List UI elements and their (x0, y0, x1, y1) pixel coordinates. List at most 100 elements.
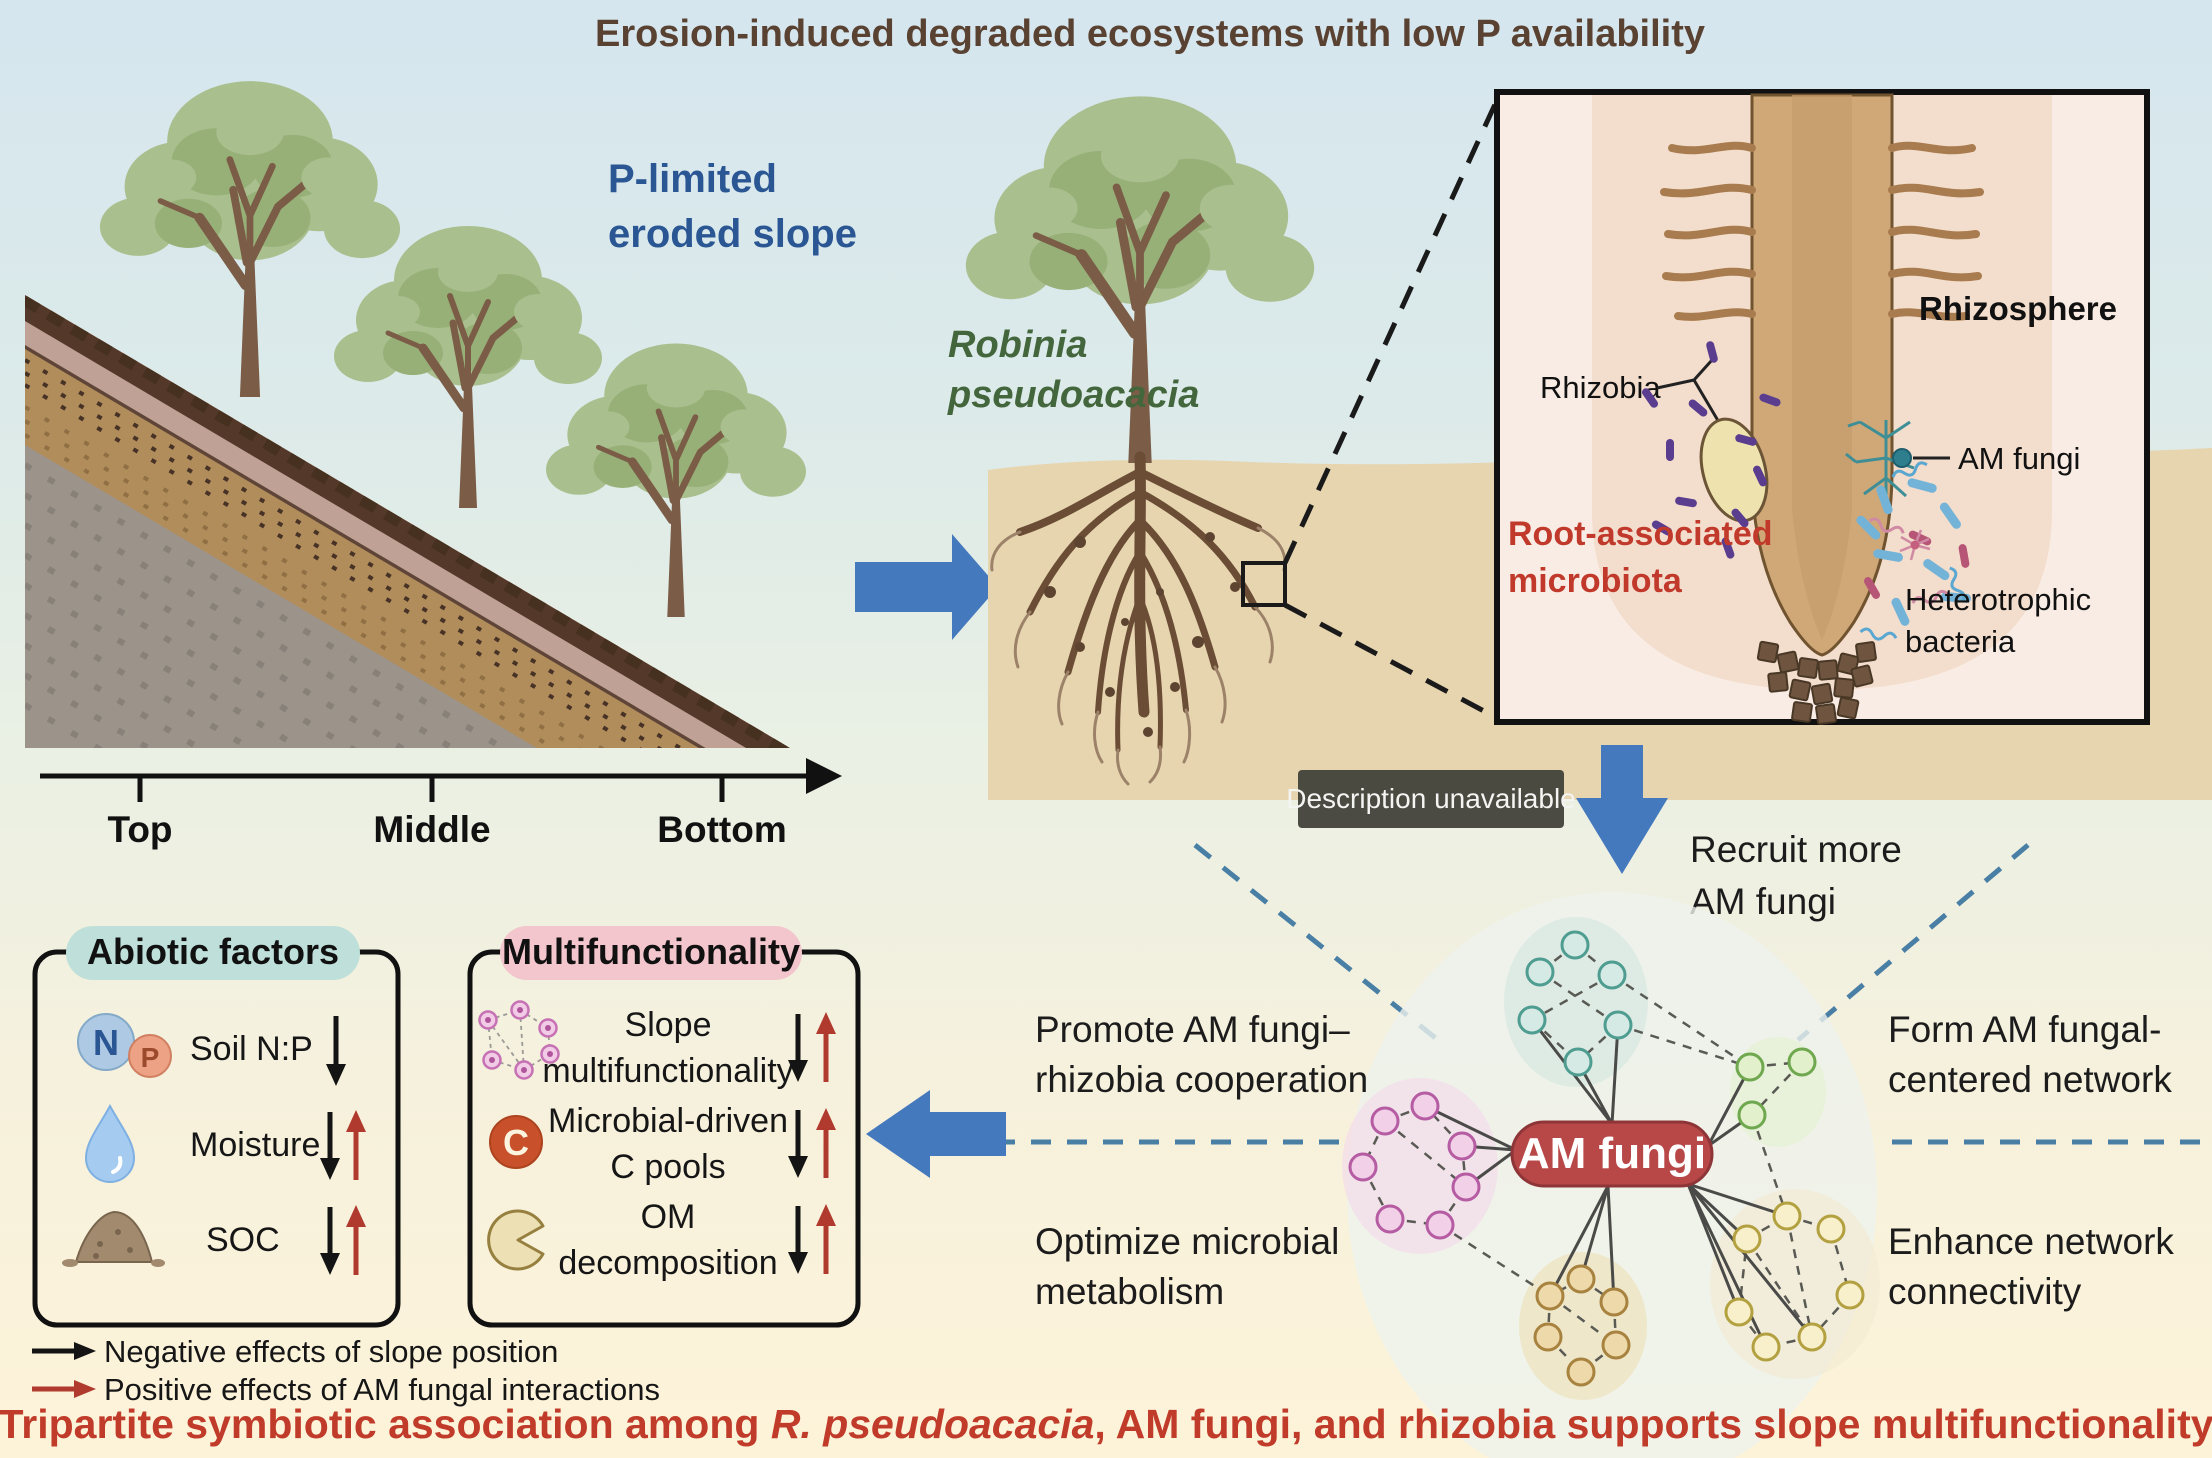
legend: Negative effects of slope position Posit… (32, 1334, 660, 1407)
root-associated-label: Root-associated microbiota (1508, 515, 1773, 600)
down-arrow-icon (1576, 745, 1668, 874)
heterotrophic-bacteria-group: Heterotrophic bacteria (1856, 461, 2091, 659)
form-network-label: Form AM fungal- (1888, 1009, 2161, 1050)
om-decomposition-icon (487, 1209, 545, 1271)
rhizobia-label: Rhizobia (1540, 370, 1661, 405)
multifunctionality-header: Multifunctionality (502, 931, 800, 972)
abiotic-row-moisture: Moisture (84, 1103, 366, 1183)
legend-negative: Negative effects of slope position (104, 1334, 558, 1369)
flow-labels: Promote AM fungi– rhizobia cooperation F… (1035, 1009, 2174, 1312)
network-icon (478, 1000, 560, 1080)
robinia-tree: Robinia pseudoacacia (947, 96, 1314, 786)
positive-arrow-icon (32, 1380, 96, 1398)
multi-row-om: OM decomposition (487, 1198, 836, 1282)
tree-icon (546, 343, 806, 617)
tooltip: Description unavailable (1286, 770, 1576, 828)
svg-text:P: P (141, 1042, 160, 1073)
am-fungi-spore-icon (1892, 448, 1912, 468)
network-dashed-edges (1361, 944, 1852, 1373)
rhizosphere-label: Rhizosphere (1919, 290, 2117, 327)
bacteria-spiral-icons (1868, 517, 1949, 605)
positive-arrow-icon (346, 1110, 366, 1180)
axis-arrowhead-icon (806, 758, 842, 794)
zoom-region-indicator (1241, 98, 1500, 721)
positive-arrow-icon (816, 1204, 836, 1274)
bacteria-rod-icons (1856, 478, 1972, 626)
phosphorus-icon (128, 1034, 172, 1078)
rhizosphere-inset-panel: Rhizosphere Rhizobia (1494, 89, 2150, 725)
multi-row-slope: Slope multifunctionality (478, 1000, 836, 1090)
optimize-label: metabolism (1035, 1271, 1224, 1312)
positive-arrow-icon (816, 1012, 836, 1082)
tan-cluster-nodes (1533, 1264, 1631, 1387)
hub-label: AM fungi (1518, 1129, 1706, 1178)
yellow-cluster-nodes (1724, 1201, 1865, 1362)
svg-text:eroded slope: eroded slope (608, 212, 857, 256)
carbon-icon (489, 1115, 543, 1169)
negative-arrow-icon (788, 1014, 808, 1082)
tooltip-text: Description unavailable (1286, 783, 1576, 814)
optimize-label: Optimize microbial (1035, 1221, 1339, 1262)
green-cluster-nodes (1735, 1047, 1817, 1130)
row-label: decomposition (558, 1244, 777, 1282)
teal-cluster-nodes (1517, 930, 1633, 1077)
abiotic-header: Abiotic factors (87, 931, 339, 972)
footer-headline: Tripartite symbiotic association among R… (0, 1401, 2212, 1447)
positive-arrow-icon (346, 1205, 366, 1275)
row-label: SOC (206, 1221, 280, 1259)
abiotic-row-soil-np: N P Soil N:P (77, 1013, 346, 1086)
form-network-label: centered network (1888, 1059, 2172, 1100)
slope-position-axis: Top Middle Bottom (40, 758, 842, 850)
svg-text:microbiota: microbiota (1508, 562, 1683, 600)
enhance-label: connectivity (1888, 1271, 2082, 1312)
axis-tick-middle: Middle (373, 809, 490, 850)
multi-row-c-pools: C Microbial-driven C pools (489, 1102, 836, 1186)
negative-arrow-icon (326, 1016, 346, 1086)
am-fungi-label: AM fungi (1958, 441, 2080, 476)
svg-text:N: N (93, 1022, 119, 1063)
heterotrophic-label: bacteria (1905, 624, 2016, 659)
negative-arrow-icon (788, 1206, 808, 1274)
row-label: OM (641, 1198, 696, 1236)
axis-tick-top: Top (107, 809, 172, 850)
axis-tick-bottom: Bottom (657, 809, 786, 850)
enhance-label: Enhance network (1888, 1221, 2174, 1262)
page-title: Erosion-induced degraded ecosystems with… (595, 13, 1705, 55)
svg-text:Robinia: Robinia (948, 324, 1087, 366)
am-fungi-network: AM fungi (1342, 892, 1880, 1458)
root-hairs (1660, 141, 1984, 321)
positive-arrow-icon (816, 1108, 836, 1178)
dashed-guides (995, 843, 2206, 1145)
abiotic-factors-box: Abiotic factors N P Soil N:P Moisture (32, 926, 401, 1328)
am-fungi-hub: AM fungi (1510, 1120, 1714, 1188)
left-arrow-icon (866, 1090, 1006, 1178)
svg-text:C: C (503, 1122, 529, 1163)
svg-text:P-limited: P-limited (608, 157, 777, 201)
negative-arrow-icon (320, 1207, 340, 1275)
svg-text:AM fungi: AM fungi (1690, 881, 1836, 922)
multifunctionality-box: Multifunctionality Slope multifunctional… (467, 926, 861, 1328)
am-fungi-hyphae-group: AM fungi (1845, 420, 2080, 498)
svg-text:Root-associated: Root-associated (1508, 515, 1773, 553)
promote-label: Promote AM fungi– (1035, 1009, 1350, 1050)
network-solid-edges (1424, 1019, 1814, 1348)
row-label: Microbial-driven (548, 1102, 788, 1140)
rhizobia-group: Rhizobia (1540, 341, 1781, 559)
heterotrophic-label: Heterotrophic (1905, 582, 2091, 617)
row-label: Slope (625, 1006, 712, 1044)
promote-label: rhizobia cooperation (1035, 1059, 1368, 1100)
pink-cluster-nodes (1348, 1091, 1481, 1240)
recruit-label: Recruit more AM fungi (1690, 829, 1902, 922)
species-label: Robinia pseudoacacia (947, 324, 1199, 416)
svg-text:pseudoacacia: pseudoacacia (947, 374, 1199, 416)
row-label: Soil N:P (190, 1030, 313, 1068)
legend-positive: Positive effects of AM fungal interactio… (104, 1372, 660, 1407)
negative-arrow-icon (320, 1112, 340, 1180)
negative-arrow-icon (788, 1110, 808, 1178)
row-label: Moisture (190, 1126, 320, 1164)
water-droplet-icon (84, 1103, 136, 1183)
abiotic-row-soc: SOC (62, 1205, 366, 1275)
bacteria-spiral-icons (1859, 461, 1966, 641)
